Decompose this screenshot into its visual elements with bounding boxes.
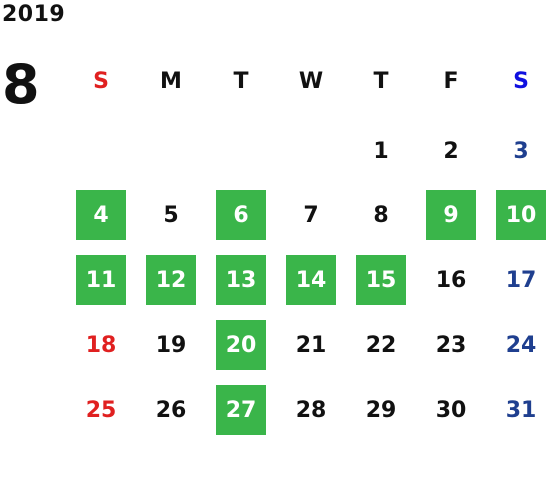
day-cell: 31 [505,397,537,423]
day-cell: 8 [373,202,389,228]
day-cell: 7 [303,202,319,228]
day-cell: 1 [373,138,389,164]
day-cell: 16 [435,267,467,293]
day-cell: 23 [435,332,467,358]
weekday-header: S [93,68,109,94]
day-cell: 28 [295,397,327,423]
day-cell: 29 [365,397,397,423]
day-cell: 19 [155,332,187,358]
day-cell: 18 [85,332,117,358]
weekday-header: T [373,68,389,94]
day-cell-highlighted: 12 [146,255,196,305]
day-cell: 30 [435,397,467,423]
day-cell-highlighted: 14 [286,255,336,305]
weekday-header: T [233,68,249,94]
day-cell: 24 [505,332,537,358]
weekday-header: S [513,68,529,94]
day-cell-highlighted: 6 [216,190,266,240]
day-cell-highlighted: 11 [76,255,126,305]
weekday-header: W [298,68,324,94]
year-label: 2019 [2,2,66,27]
weekday-header: F [443,68,459,94]
day-cell: 3 [513,138,529,164]
day-cell-highlighted: 4 [76,190,126,240]
day-cell-highlighted: 27 [216,385,266,435]
month-number: 8 [2,53,40,116]
day-cell: 25 [85,397,117,423]
day-cell: 26 [155,397,187,423]
day-cell: 17 [505,267,537,293]
day-cell: 5 [163,202,179,228]
day-cell-highlighted: 20 [216,320,266,370]
day-cell-highlighted: 13 [216,255,266,305]
day-cell-highlighted: 9 [426,190,476,240]
day-cell-highlighted: 15 [356,255,406,305]
day-cell: 22 [365,332,397,358]
day-cell: 21 [295,332,327,358]
weekday-header: M [160,68,182,94]
day-cell-highlighted: 10 [496,190,546,240]
day-cell: 2 [443,138,459,164]
